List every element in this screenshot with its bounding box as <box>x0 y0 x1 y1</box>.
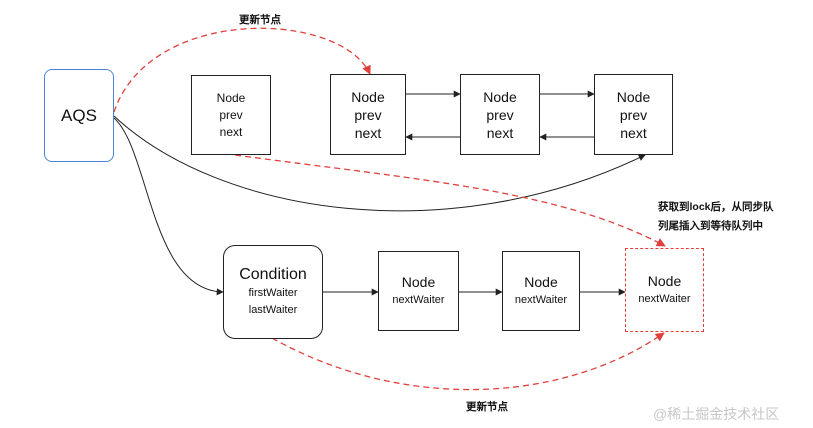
condition-title: Condition <box>239 266 307 283</box>
arrow-aqs-to-tail <box>113 115 646 212</box>
node-next-field: next <box>486 124 514 141</box>
condition-last-waiter: lastWaiter <box>248 304 298 316</box>
node-next-field: next <box>219 124 243 139</box>
dashed-arrow-update-top <box>113 27 371 113</box>
annotation-lock-line2: 列尾插入到等待队列中 <box>658 220 763 232</box>
node-title: Node <box>647 273 682 289</box>
arrow-aqs-to-condition <box>113 117 224 296</box>
node-prev-field: prev <box>219 107 243 122</box>
sync-node-3: Node prev next <box>460 74 540 155</box>
dashed-arrow-update-bottom <box>271 332 665 391</box>
node-title: Node <box>401 274 436 290</box>
sync-node-1: Node prev next <box>191 75 271 155</box>
node-prev-field: prev <box>354 106 382 123</box>
node-title: Node <box>524 274 558 290</box>
condition-box: Condition firstWaiter lastWaiter <box>223 245 323 339</box>
node-next-waiter-field: nextWaiter <box>392 294 445 306</box>
condition-first-waiter: firstWaiter <box>248 287 298 299</box>
aqs-box: AQS <box>44 69 114 162</box>
node-title: Node <box>216 90 246 105</box>
dashed-arrow-move-to-waitqueue <box>234 154 666 247</box>
node-next-waiter-field: nextWaiter <box>514 294 568 306</box>
node-next-waiter-field: nextWaiter <box>638 293 691 305</box>
node-next-field: next <box>620 124 647 141</box>
node-title: Node <box>616 88 651 105</box>
annotation-update-top: 更新节点 <box>239 14 281 26</box>
wait-node-new-tail: Node nextWaiter <box>625 248 704 332</box>
aqs-label: AQS <box>61 105 97 125</box>
wait-node-1: Node nextWaiter <box>378 251 459 331</box>
sync-node-4: Node prev next <box>594 74 673 155</box>
sync-node-2: Node prev next <box>330 74 406 155</box>
watermark: @稀土掘金技术社区 <box>653 406 780 422</box>
annotation-lock-line1: 获取到lock后，从同步队 <box>658 201 774 213</box>
annotation-update-bottom: 更新节点 <box>466 401 508 413</box>
wait-node-2: Node nextWaiter <box>502 251 580 331</box>
node-next-field: next <box>354 124 382 141</box>
node-title: Node <box>483 88 517 105</box>
node-title: Node <box>351 88 385 105</box>
node-prev-field: prev <box>486 106 514 123</box>
node-prev-field: prev <box>619 106 648 123</box>
